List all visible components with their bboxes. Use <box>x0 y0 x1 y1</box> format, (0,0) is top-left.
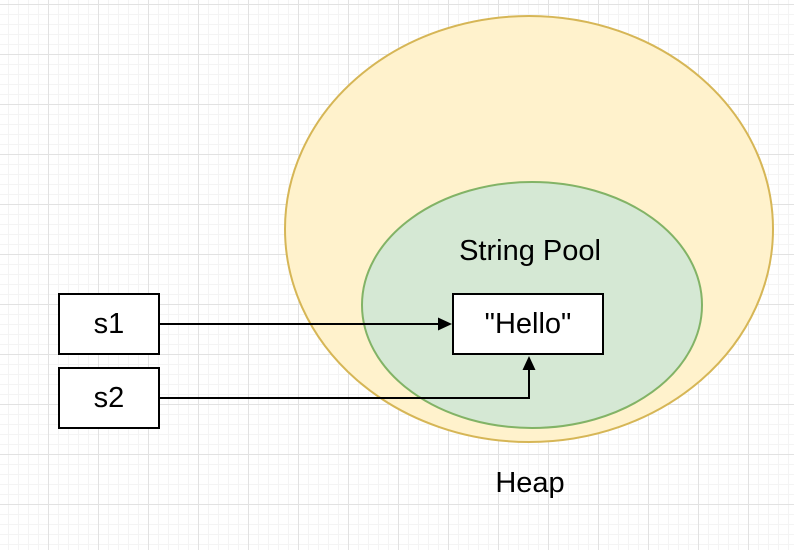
arrowhead-right-icon <box>438 317 452 331</box>
edge-line <box>160 370 530 399</box>
string-pool-label: String Pool <box>459 235 601 267</box>
node-s1[interactable]: s1 <box>58 293 160 355</box>
node-s2-label: s2 <box>93 381 125 414</box>
arrowhead-up-icon <box>522 356 536 370</box>
edge-s2-to-hello[interactable] <box>160 356 536 399</box>
node-hello-label: "Hello" <box>484 307 572 340</box>
edge-s1-to-hello[interactable] <box>160 317 452 331</box>
node-hello[interactable]: "Hello" <box>452 293 604 355</box>
node-s2[interactable]: s2 <box>58 367 160 429</box>
heap-label: Heap <box>495 467 565 499</box>
node-s1-label: s1 <box>93 307 125 340</box>
